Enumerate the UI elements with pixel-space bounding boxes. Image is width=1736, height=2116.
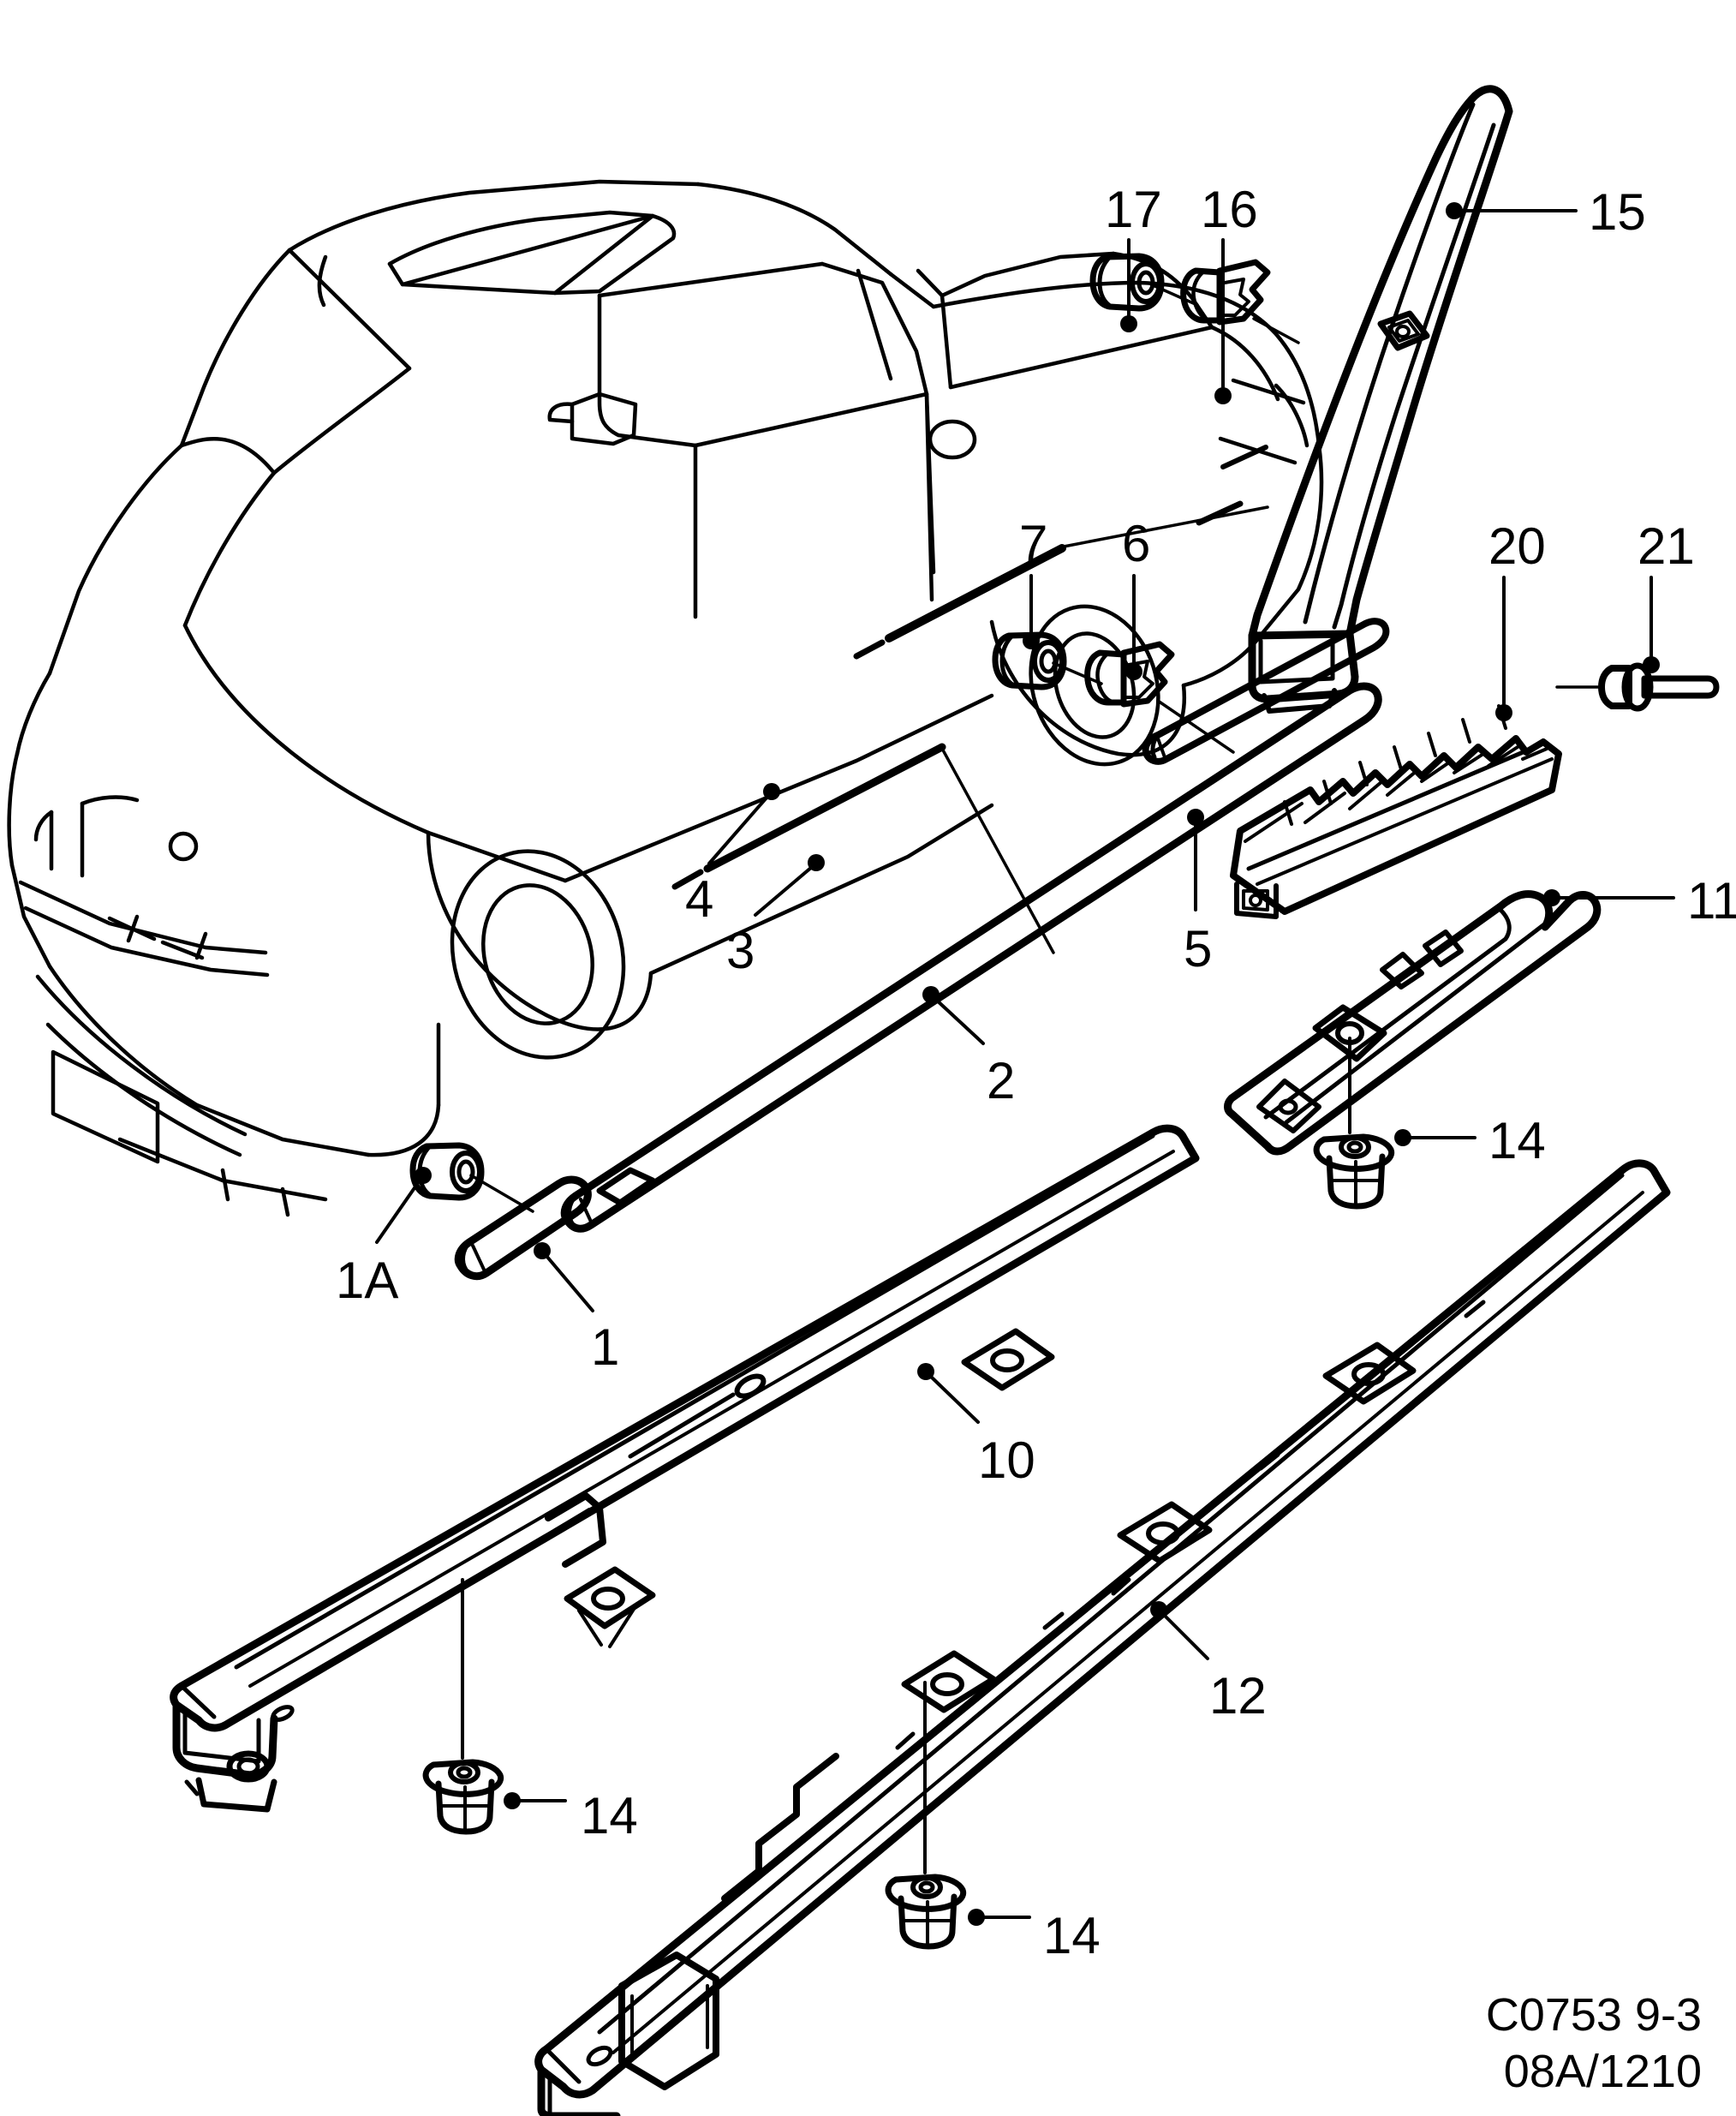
callout-14-a[interactable]: 14 xyxy=(1488,1112,1546,1169)
leader-lines-vehicle xyxy=(939,505,1269,954)
vehicle-illustration xyxy=(7,179,1324,1217)
callout-leaders xyxy=(375,202,1675,1926)
callout-12[interactable]: 12 xyxy=(1209,1667,1267,1724)
part-14-push-clip-b xyxy=(422,1578,504,1835)
callout-15[interactable]: 15 xyxy=(1589,183,1646,241)
callout-11[interactable]: 11 xyxy=(1687,872,1736,929)
part-1A-grommet-nut xyxy=(409,1142,534,1213)
callout-14-c[interactable]: 14 xyxy=(1043,1907,1101,1964)
callout-20[interactable]: 20 xyxy=(1488,517,1546,575)
part-20-clip-retainer-strip xyxy=(1230,704,1562,919)
callout-5[interactable]: 5 xyxy=(1184,920,1213,977)
callout-6[interactable]: 6 xyxy=(1122,515,1151,572)
callout-10[interactable]: 10 xyxy=(978,1432,1035,1489)
part-12-sill-trim-panel-inner xyxy=(534,1159,1671,2116)
part-11-sill-end-trim xyxy=(1224,890,1602,1156)
callout-7[interactable]: 7 xyxy=(1019,515,1048,572)
part-6-clip-retainer xyxy=(1084,641,1235,754)
part-15-b-pillar-trim xyxy=(1248,85,1513,714)
part-21-rivet-pin xyxy=(1555,662,1720,712)
drawing-reference-footer: C0753 9-3 08A/1210 xyxy=(1486,1987,1702,2101)
callout-16[interactable]: 16 xyxy=(1201,181,1258,238)
callout-14-b[interactable]: 14 xyxy=(581,1787,638,1844)
drawing-number: C0753 9-3 xyxy=(1485,1989,1702,2041)
callout-17[interactable]: 17 xyxy=(1105,181,1162,238)
sheet-code: 08A/1210 xyxy=(1503,2046,1702,2098)
callout-2[interactable]: 2 xyxy=(987,1052,1016,1109)
part-17-grommet-nut xyxy=(1089,253,1199,312)
part-14-push-clip-a xyxy=(1313,1037,1395,1210)
part-1-moulding-end-cap xyxy=(454,1175,592,1281)
callout-4[interactable]: 4 xyxy=(685,870,714,928)
part-14-push-clip-c xyxy=(885,1681,967,1950)
part-10-sill-trim-panel-outer xyxy=(170,1124,1200,1813)
callout-21[interactable]: 21 xyxy=(1638,517,1695,575)
callout-1[interactable]: 1 xyxy=(591,1318,620,1376)
callout-1a[interactable]: 1A xyxy=(336,1252,399,1309)
callout-3[interactable]: 3 xyxy=(726,922,755,979)
part-7-grommet-nut xyxy=(992,631,1103,690)
part-5-moulding-end-cap xyxy=(1142,618,1390,765)
